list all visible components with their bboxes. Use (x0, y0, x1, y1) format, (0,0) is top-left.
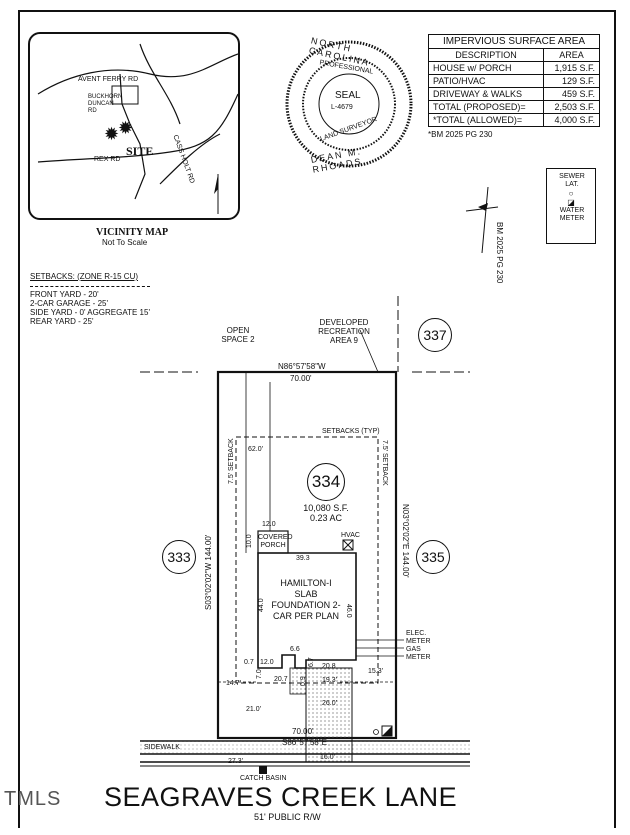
catch-basin-label: CATCH BASIN (240, 775, 287, 782)
hvac-label: HVAC (341, 532, 360, 539)
water-meter-symbol-icon: ◪ (567, 198, 575, 207)
bearing-left: S03°02'02"W 144.00' (204, 534, 213, 610)
dist-bottom: 70.00' (292, 727, 314, 736)
vicinity-map-roads (37, 43, 238, 214)
vicinity-map: AVENT FERRY RD BUCKHORN DUNCAN RD REX RD… (28, 32, 240, 220)
north-arrow-icon (465, 186, 499, 254)
setback-line: 2-CAR GARAGE - 25' (30, 299, 108, 308)
developed-rec-label: DEVELOPED RECREATION AREA 9 (318, 318, 370, 345)
gas-meter-label: GAS METER (406, 646, 431, 661)
covered-porch-label: COVERED PORCH (258, 534, 293, 549)
bearing-right: N03°02'02"E 144.00' (401, 504, 410, 578)
sidewalk-label: SIDEWALK (144, 744, 180, 751)
setback-line: FRONT YARD - 20' (30, 290, 99, 299)
road-avent-ferry: AVENT FERRY RD (78, 76, 139, 83)
row-label: 51' PUBLIC R/W (254, 812, 321, 822)
dim-0-7: 0.7 (244, 659, 254, 666)
legend-box: SEWER LAT. ○ ◪ WATER METER (546, 168, 596, 244)
setback-line: SIDE YARD - 0' AGGREGATE 15' (30, 308, 150, 317)
surveyor-seal: NORTH CAROLINA PROFESSIONAL SEAL L-4679 … (285, 35, 413, 175)
dim-10: 10.0 (246, 534, 253, 548)
catch-basin-symbol (259, 766, 267, 774)
dim-14-7: 14.7' (226, 680, 241, 687)
dim-6-6: 6.6 (290, 646, 300, 653)
legend-water: WATER METER (559, 207, 585, 222)
dim-46: 46.0 (345, 604, 352, 618)
dim-0-9: 0.9 (300, 676, 307, 686)
dim-27-3: 27.3' (228, 758, 243, 765)
legend-sewer: SEWER LAT. (559, 173, 585, 188)
bearing-bottom: S86°57'58"E (282, 738, 327, 747)
dist-top: 70.00' (290, 374, 312, 383)
elec-meter-label: ELEC. METER (406, 630, 431, 645)
watermark: TMLS (4, 788, 62, 810)
vicinity-subtitle: Not To Scale (102, 238, 148, 247)
setbacks-typ-label: SETBACKS (TYP) (322, 428, 380, 435)
vicinity-title: VICINITY MAP (96, 227, 169, 238)
porch-outline (257, 530, 289, 554)
setback-line: REAR YARD - 25' (30, 317, 94, 326)
setback-left-label: 7.5' SETBACK (228, 438, 235, 484)
dim-15-3: 15.3' (368, 668, 383, 675)
sewer-symbol-icon: ○ (568, 189, 574, 198)
dim-12: 12.0 (262, 521, 276, 528)
dim-19-3: 19.3' (322, 677, 337, 684)
impervious-cell: 4,000 S.F. (542, 113, 601, 127)
setback-right-label: 7.5' SETBACK (381, 440, 388, 486)
lot-337-label: 337 (418, 318, 452, 352)
dim-21-0: 21.0' (246, 706, 261, 713)
setbacks-block: SETBACKS: (ZONE R-15 CU) FRONT YARD - 20… (30, 272, 150, 326)
street-name: SEAGRAVES CREEK LANE (104, 782, 458, 812)
setbacks-divider (30, 281, 150, 287)
dim-20-7: 20.7 (274, 676, 288, 683)
drawing-frame (18, 10, 616, 828)
dim-44: 44.0 (258, 598, 265, 612)
house-label: HAMILTON-I SLAB FOUNDATION 2-CAR PER PLA… (271, 578, 341, 621)
dim-20-8: 20.8 (322, 663, 336, 670)
lot-334-label: 334 (307, 463, 345, 501)
seal-rings (285, 40, 413, 168)
driveway (305, 667, 353, 739)
road-rex: REX RD (94, 156, 121, 163)
bearing-top: N86°57'58"W (278, 362, 326, 371)
dim-16-0: 16.0' (320, 754, 335, 761)
road-buckhorn: BUCKHORN DUNCAN RD (88, 94, 123, 114)
walkway (289, 667, 307, 695)
impervious-table-wrap: IMPERVIOUS SURFACE AREA DESCRIPTION AREA… (428, 34, 601, 139)
lot-333-label: 333 (162, 540, 196, 574)
seal-center: SEAL (335, 90, 361, 101)
impervious-footnote: *BM 2025 PG 230 (428, 130, 493, 139)
dim-39-3: 39.3 (296, 555, 310, 562)
dim-7-0: 7.0 (256, 669, 263, 679)
impervious-cell: *TOTAL (ALLOWED)= (428, 113, 544, 127)
dim-62: 62.0' (248, 446, 263, 453)
seal-number: L-4679 (331, 104, 353, 111)
site-star-icon: ✹ (104, 124, 120, 144)
lot-area-ac: 0.23 AC (309, 513, 343, 523)
open-space-label: OPEN SPACE 2 (221, 326, 255, 344)
setbacks-title: SETBACKS: (ZONE R-15 CU) (30, 272, 139, 281)
lot-335-label: 335 (416, 540, 450, 574)
hvac-pad (342, 539, 354, 551)
site-star-icon-2: ✹ (118, 118, 134, 138)
lot-area-sf: 10,080 S.F. (303, 503, 349, 513)
impervious-table: IMPERVIOUS SURFACE AREA DESCRIPTION AREA… (428, 34, 601, 127)
dim-6-7: 6.7 (308, 657, 315, 667)
dim-26-0: 26.0' (322, 700, 337, 707)
site-label: SITE (126, 144, 154, 158)
dim-12-0b: 12.0 (260, 659, 274, 666)
